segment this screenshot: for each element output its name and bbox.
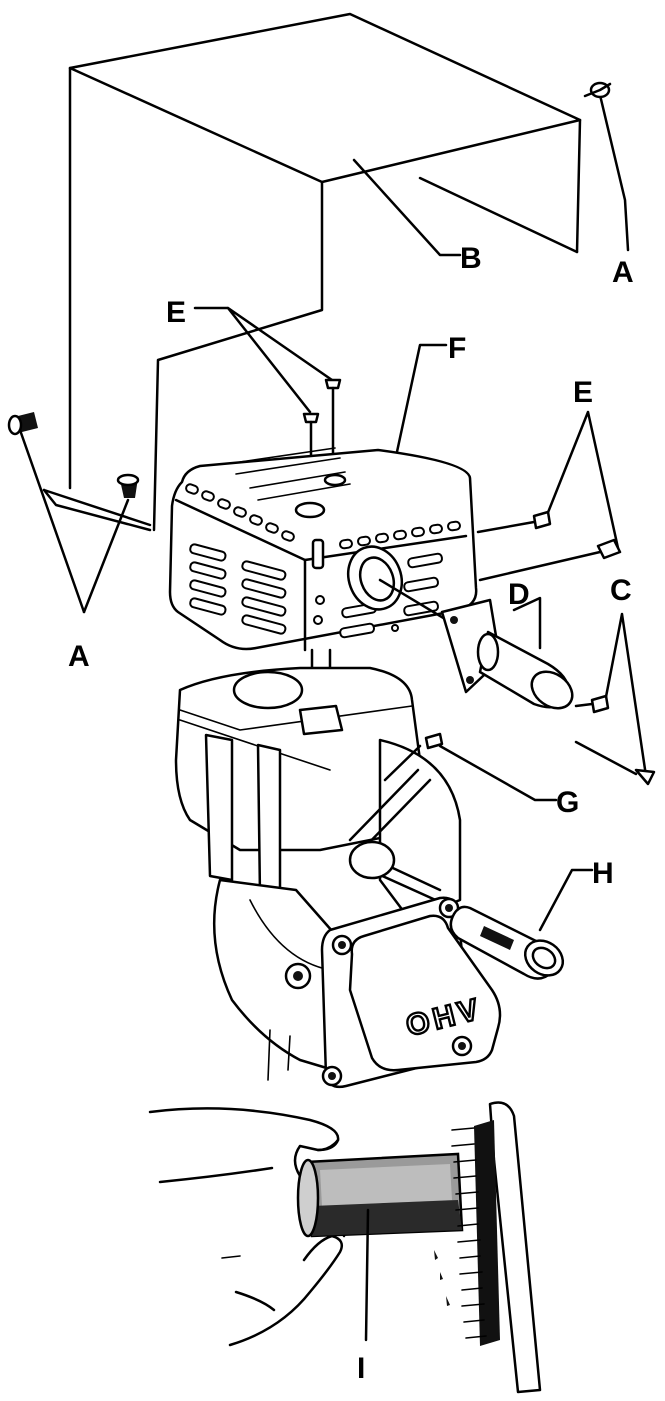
leader-g	[438, 744, 558, 802]
leader-f	[390, 343, 448, 477]
label-i: I	[357, 1352, 365, 1385]
label-a-left: A	[68, 640, 90, 673]
leader-i	[364, 1208, 370, 1342]
cleaning-illustration	[148, 1101, 542, 1394]
side-vent-slots	[189, 543, 443, 639]
fuel-cap	[232, 670, 304, 710]
screws-e-right	[476, 510, 622, 582]
muffler-cover-f	[168, 447, 478, 652]
leader-e-right	[543, 410, 620, 550]
screw-a-top-right	[583, 81, 630, 252]
label-f: F	[448, 332, 466, 365]
engine-block	[174, 648, 462, 1081]
label-e-top: E	[166, 296, 186, 329]
label-b: B	[460, 242, 482, 275]
leader-c	[603, 612, 648, 778]
top-vent-slots	[185, 447, 461, 550]
leader-e-top	[193, 306, 334, 414]
screws-c	[574, 694, 656, 786]
leader-d	[512, 596, 542, 650]
leader-h	[538, 868, 594, 932]
wire-brush	[434, 1101, 542, 1394]
label-g: G	[556, 786, 579, 819]
label-d: D	[508, 578, 530, 611]
screw-g	[383, 732, 444, 782]
screws-a-left	[7, 412, 140, 614]
spark-arrester-h	[449, 905, 565, 980]
label-h: H	[592, 857, 614, 890]
label-e-right: E	[573, 376, 593, 409]
valve-cover: OHV	[320, 896, 502, 1089]
leader-b	[352, 158, 462, 257]
shroud-panel-b	[42, 12, 582, 532]
upper-hand	[148, 1107, 340, 1184]
label-c: C	[610, 574, 632, 607]
label-a-top-right: A	[612, 256, 634, 289]
exhaust-pipe-d	[378, 578, 574, 710]
